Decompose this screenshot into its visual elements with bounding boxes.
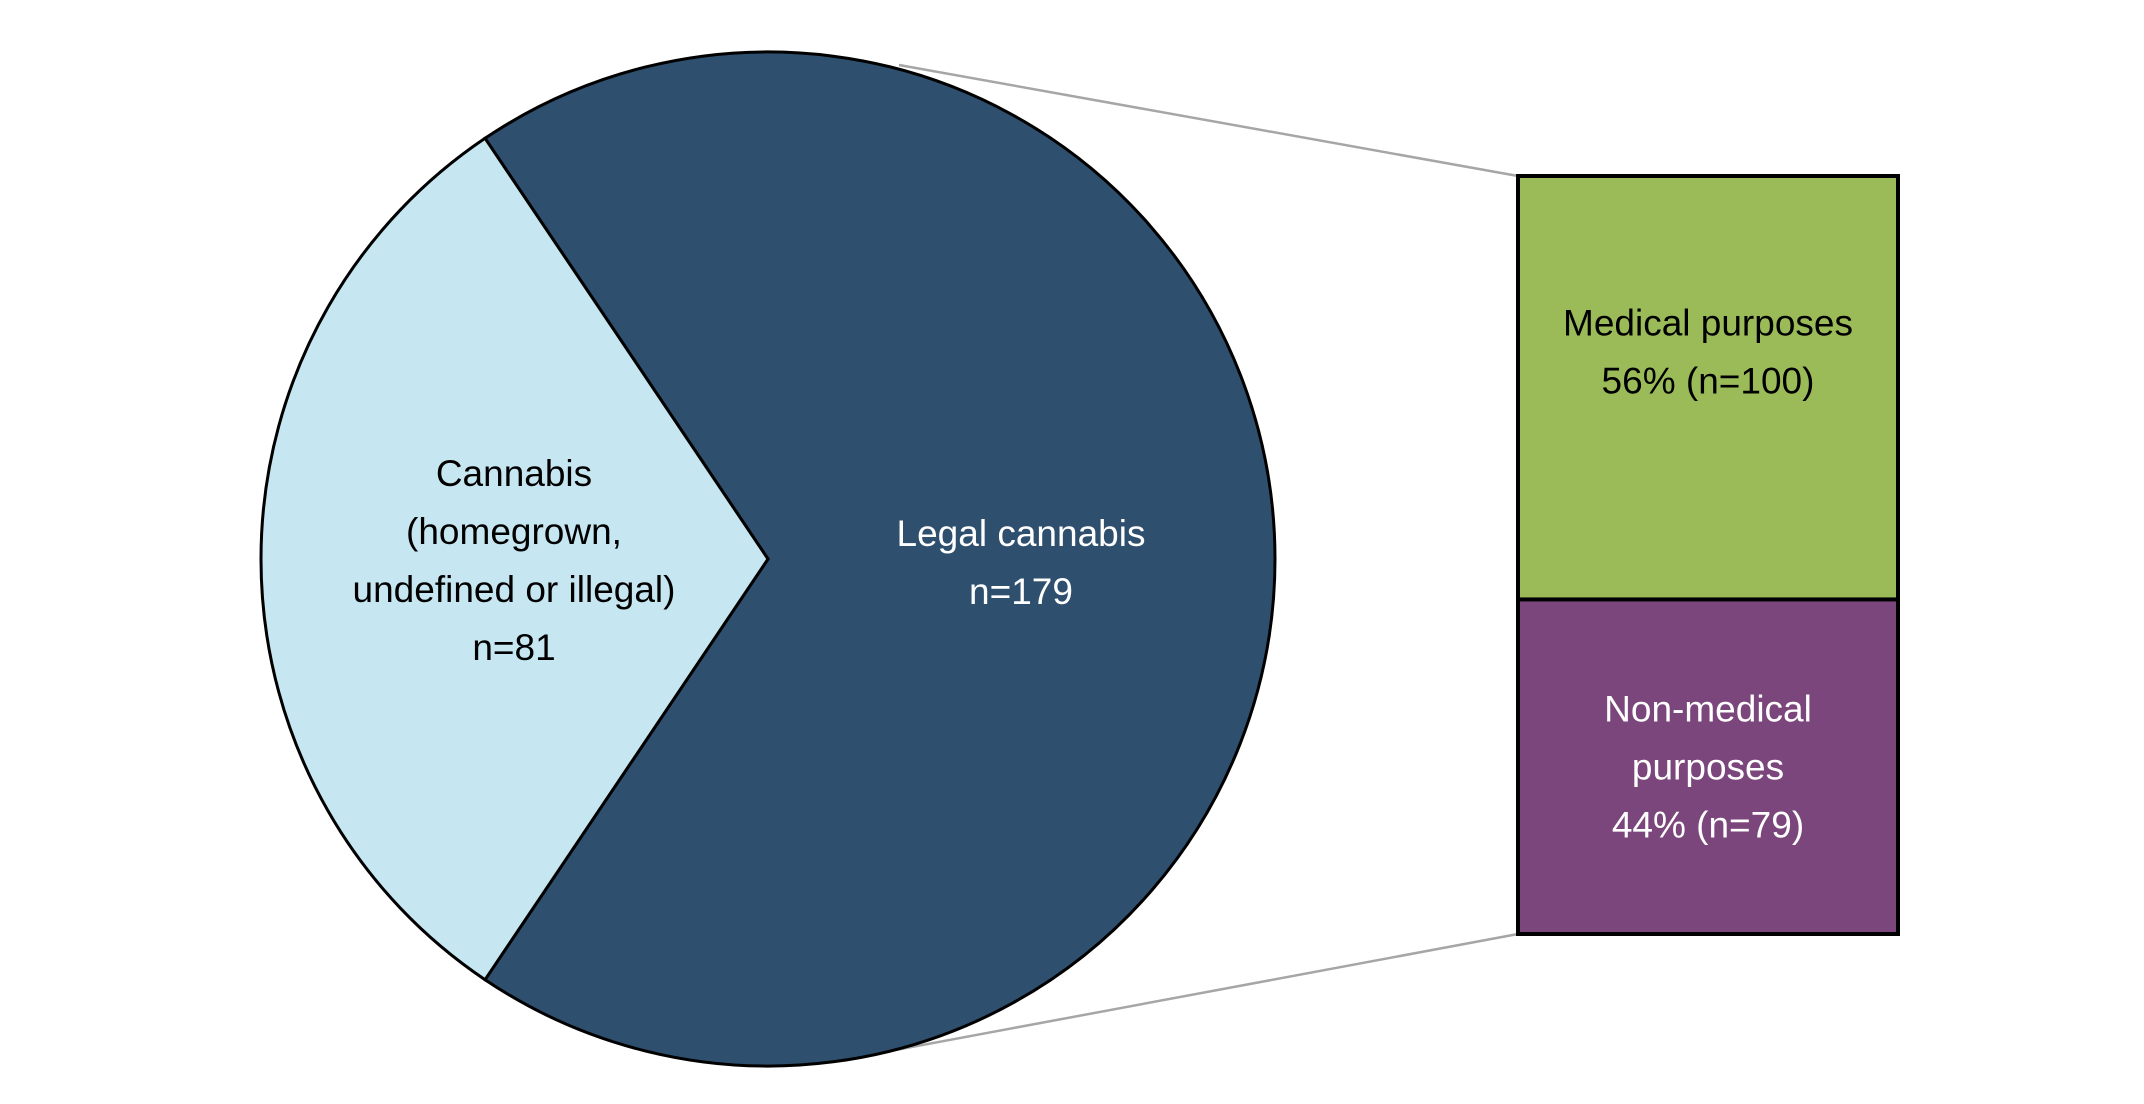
bar-label-medical: Medical purposes — [1563, 303, 1853, 344]
pie-label-other-cannabis: n=81 — [472, 627, 555, 668]
pie-slice-legal-cannabis — [482, 50, 1277, 1068]
labels: Legal cannabis n=179 Cannabis (homegrown, un… — [353, 303, 1853, 846]
bar-segment-medical — [1516, 174, 1900, 602]
pie-label-legal-cannabis: n=179 — [969, 571, 1073, 612]
pie-label-other-cannabis: undefined or illegal) — [353, 569, 676, 610]
bar-label-non-medical: purposes — [1632, 747, 1784, 788]
connector-line-top — [898, 63, 1519, 178]
pie-label-other-cannabis: (homegrown, — [406, 511, 622, 552]
pie-label-legal-cannabis: Legal cannabis — [897, 513, 1146, 554]
bar-segment-non-medical — [1516, 597, 1900, 936]
breakdown-bar — [1516, 174, 1900, 936]
connector-line-bottom — [884, 932, 1519, 1054]
bar-label-medical: 56% (n=100) — [1602, 361, 1815, 402]
pie — [259, 50, 1277, 1068]
bar-label-non-medical: 44% (n=79) — [1612, 805, 1804, 846]
bar-label-non-medical: Non-medical — [1604, 689, 1812, 730]
pie-slice-other-cannabis — [259, 136, 770, 982]
pie-label-other-cannabis: Cannabis — [436, 453, 592, 494]
